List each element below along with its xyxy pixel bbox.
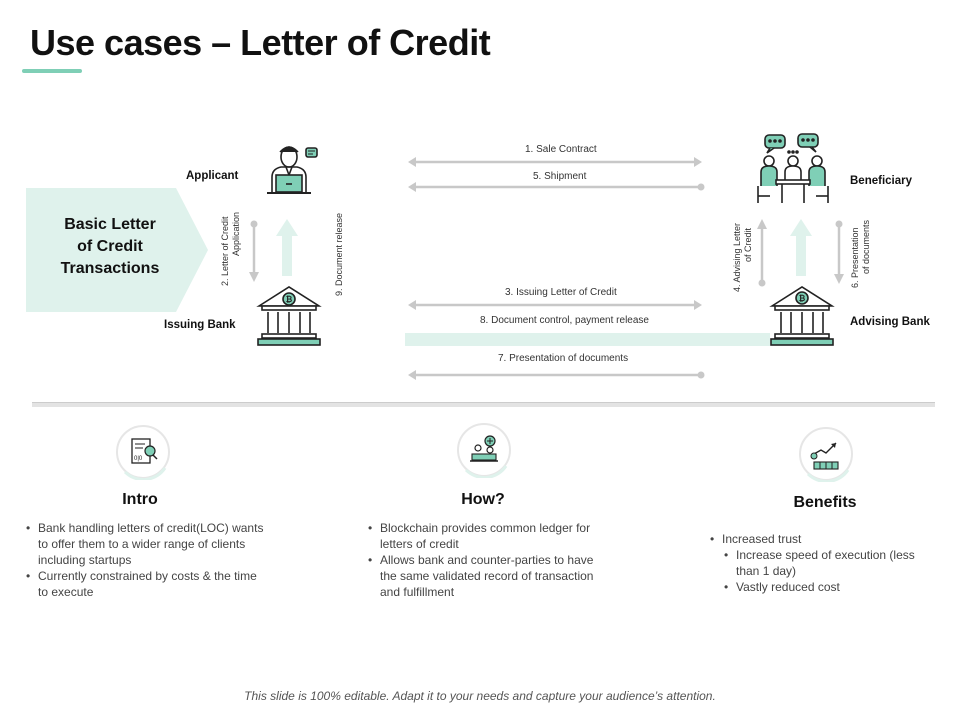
issuing-bank-label: Issuing Bank [164,319,236,331]
how-bullet-list: Blockchain provides common ledger for le… [368,520,608,600]
step-9-label: 9. Document release [334,212,344,296]
svg-text:0|0: 0|0 [134,456,143,462]
benefits-bullet: Increased trust [710,531,940,547]
issuing-bank-icon: ₿ [256,286,322,346]
advising-bank-label: Advising Bank [850,316,930,328]
svg-text:₿: ₿ [286,295,293,304]
step-3-label: 3. Issuing Letter of Credit [505,287,617,298]
beneficiary-icon [757,133,829,203]
benefits-sub-bullet: Vastly reduced cost [724,579,940,595]
intro-title: Intro [122,491,158,508]
advising-bank-icon: ₿ [769,286,835,346]
step-8-label: 8. Document control, payment release [480,315,649,326]
chevron-line-3: Transactions [60,260,160,277]
chevron-line-1: Basic Letter [64,216,156,233]
chevron-line-2: of Credit [77,238,143,255]
title-underline [22,69,82,73]
step-7-label: 7. Presentation of documents [498,353,629,364]
how-blockchain-icon [457,423,511,478]
how-bullet: Blockchain provides common ledger for le… [368,520,608,552]
how-bullet: Allows bank and counter-parties to have … [368,552,608,600]
chevron-label: Basic Letter of Credit Transactions [45,214,175,280]
section-divider [32,402,935,407]
benefits-title: Benefits [793,494,857,511]
step-2-label: 2. Letter of Credit Application [220,211,241,286]
intro-document-icon: 0|0 [116,425,170,480]
step-4-label: 4. Advising Letter of Credit [732,222,753,292]
applicant-icon [267,146,318,194]
step-5-label: 5. Shipment [533,171,587,182]
how-title: How? [461,491,505,508]
horizontal-arrows [408,157,705,380]
applicant-label: Applicant [186,170,239,182]
beneficiary-label: Beneficiary [850,175,913,187]
intro-bullet: Currently constrained by costs & the tim… [26,568,264,600]
benefits-bullet-list: Increased trust Increase speed of execut… [710,531,940,595]
intro-bullet-list: Bank handling letters of credit(LOC) wan… [26,520,264,600]
footer-note: This slide is 100% editable. Adapt it to… [244,689,716,703]
vertical-arrows [249,219,844,287]
step-1-label: 1. Sale Contract [525,144,597,155]
chevron-shape [26,188,208,312]
intro-bullet: Bank handling letters of credit(LOC) wan… [26,520,264,568]
loc-diagram: ₿ ₿ [26,133,844,380]
svg-text:₿: ₿ [799,294,806,303]
block-up-arrows [276,219,812,276]
payment-release-bar [405,333,770,346]
step-6-label: 6. Presentation of documents [850,219,871,288]
benefits-sub-bullet: Increase speed of execution (less than 1… [724,547,940,579]
benefits-growth-icon [799,427,853,482]
page-title: Use cases – Letter of Credit [30,22,491,63]
